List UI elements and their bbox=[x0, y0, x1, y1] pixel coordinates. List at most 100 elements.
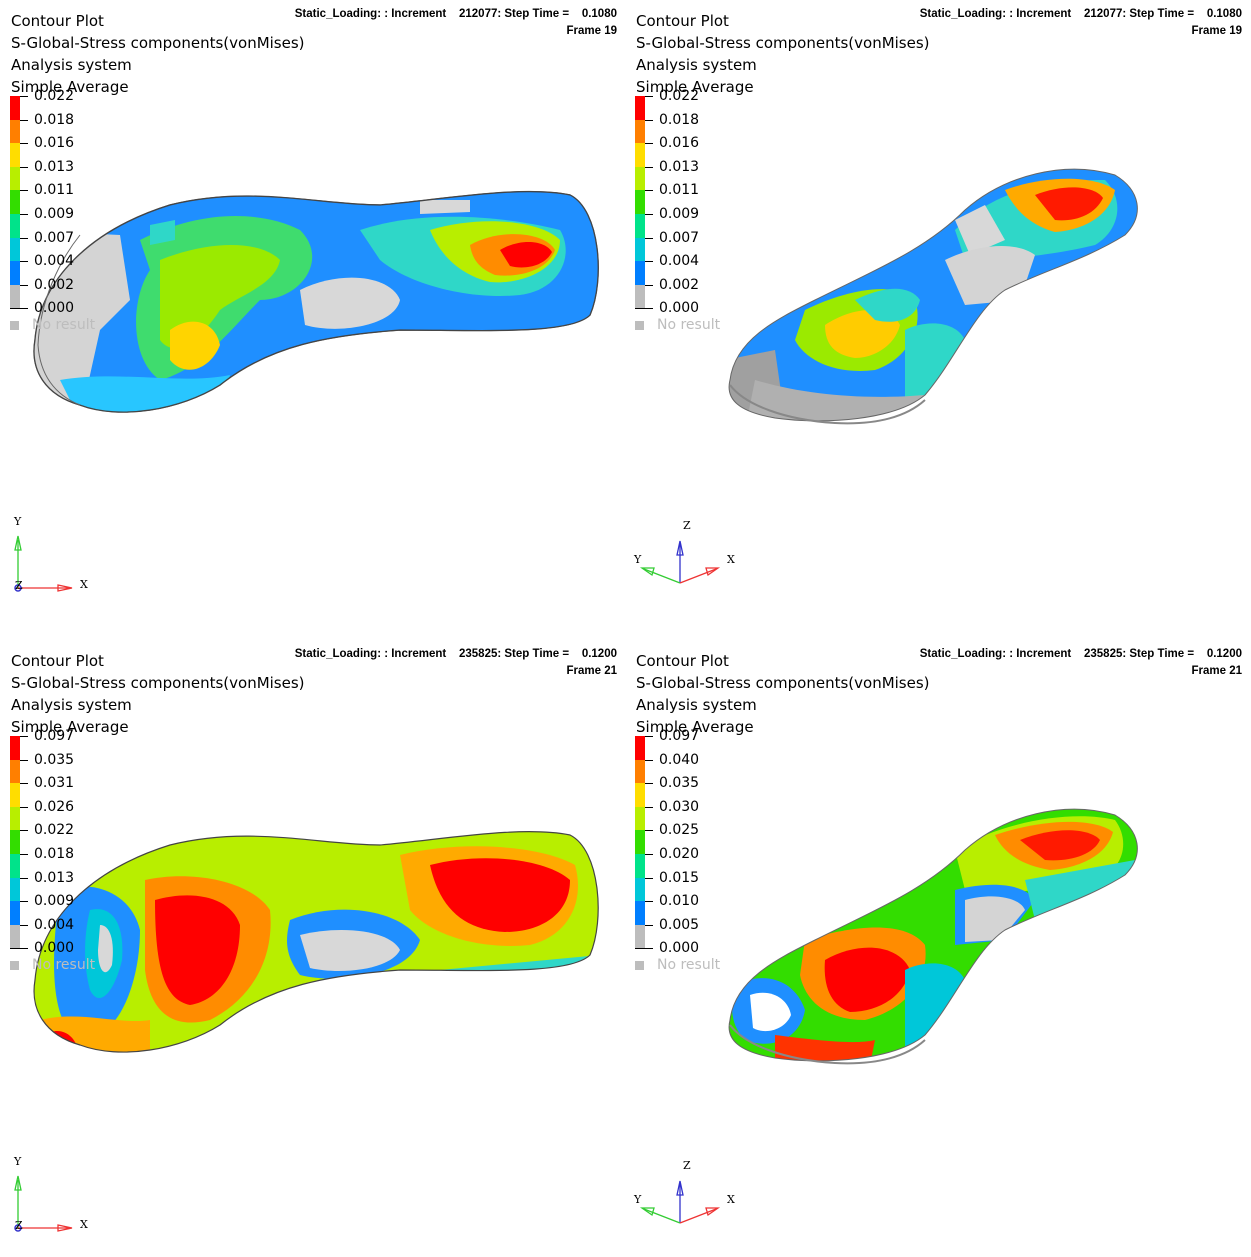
legend-tick bbox=[20, 284, 28, 286]
legend-swatch bbox=[10, 190, 20, 214]
legend-value: 0.004 bbox=[34, 916, 75, 933]
legend-value: 0.011 bbox=[659, 182, 700, 199]
legend-tick bbox=[645, 806, 653, 808]
legend-tick bbox=[20, 213, 28, 215]
axis-label-x: X bbox=[727, 1193, 735, 1206]
legend-tick bbox=[645, 901, 653, 903]
legend-tick bbox=[10, 308, 28, 310]
plot-variable: S-Global-Stress components(vonMises) bbox=[11, 34, 305, 52]
legend-value: 0.004 bbox=[659, 253, 700, 270]
plot-header: Contour Plot S-Global-Stress components(… bbox=[11, 650, 305, 738]
legend-swatch bbox=[10, 237, 20, 262]
legend-swatch bbox=[635, 783, 645, 807]
legend-tick bbox=[645, 96, 653, 97]
legend-value: 0.002 bbox=[659, 276, 700, 293]
axis-triad-icon: Y X Z bbox=[13, 515, 88, 592]
legend-swatch bbox=[635, 806, 645, 831]
legend-value: 0.016 bbox=[659, 135, 700, 152]
legend-tick bbox=[20, 736, 28, 737]
insole-model-iso-view bbox=[728, 168, 1138, 425]
axis-label-y: Y bbox=[13, 515, 22, 528]
plot-average: Simple Average bbox=[11, 718, 129, 736]
legend-tick bbox=[645, 783, 653, 785]
legend-no-result: No result bbox=[10, 957, 95, 973]
legend-swatch bbox=[635, 237, 645, 262]
plot-title: Contour Plot bbox=[636, 12, 729, 30]
legend-value: 0.007 bbox=[34, 229, 75, 246]
legend-swatch bbox=[635, 96, 645, 120]
legend-value: 0.000 bbox=[659, 940, 700, 957]
legend-no-result: No result bbox=[635, 957, 720, 973]
legend-value: 0.022 bbox=[659, 88, 700, 104]
legend-value: 0.005 bbox=[659, 916, 700, 933]
legend-value: 0.000 bbox=[659, 300, 700, 317]
plot-system: Analysis system bbox=[636, 56, 757, 74]
legend-swatch bbox=[10, 261, 20, 285]
legend-tick bbox=[20, 830, 28, 832]
legend-tick bbox=[20, 166, 28, 168]
no-result-swatch bbox=[635, 320, 644, 330]
legend-value: 0.010 bbox=[659, 893, 700, 910]
legend-swatch bbox=[635, 166, 645, 191]
legend-swatch bbox=[10, 96, 20, 120]
legend-tick bbox=[20, 877, 28, 879]
frame-number: Frame 19 bbox=[566, 25, 617, 37]
legend-value: 0.022 bbox=[34, 822, 75, 839]
legend-swatch bbox=[635, 901, 645, 925]
axis-label-y: Y bbox=[633, 553, 642, 566]
legend-swatch bbox=[10, 119, 20, 144]
no-result-label: No result bbox=[657, 957, 721, 974]
axis-triad-icon: Z Y X bbox=[633, 519, 735, 584]
legend-value: 0.018 bbox=[34, 111, 75, 128]
no-result-label: No result bbox=[657, 317, 721, 334]
plot-average: Simple Average bbox=[636, 718, 754, 736]
legend-swatch bbox=[10, 830, 20, 854]
legend-tick bbox=[645, 237, 653, 239]
legend-swatch bbox=[10, 736, 20, 760]
plot-title: Contour Plot bbox=[636, 652, 729, 670]
legend-tick bbox=[20, 853, 28, 855]
legend-swatch bbox=[635, 261, 645, 285]
step-time: Static_Loading: : Increment 212077: Step… bbox=[919, 8, 1242, 20]
contour-panel-2: Contour Plot S-Global-Stress components(… bbox=[625, 0, 1250, 617]
legend-value: 0.015 bbox=[659, 869, 700, 886]
legend-value: 0.022 bbox=[34, 88, 75, 104]
legend-value: 0.009 bbox=[659, 205, 700, 222]
legend-tick bbox=[20, 96, 28, 97]
no-result-swatch bbox=[10, 960, 19, 970]
legend-value: 0.002 bbox=[34, 276, 75, 293]
legend-swatch bbox=[635, 736, 645, 760]
legend-tick bbox=[645, 877, 653, 879]
legend-swatch bbox=[10, 924, 20, 949]
legend-value: 0.013 bbox=[34, 869, 75, 886]
axis-label-y: Y bbox=[13, 1155, 22, 1168]
legend-swatch bbox=[635, 924, 645, 949]
plot-variable: S-Global-Stress components(vonMises) bbox=[636, 34, 930, 52]
no-result-label: No result bbox=[32, 957, 96, 974]
frame-number: Frame 19 bbox=[1191, 25, 1242, 37]
plot-system: Analysis system bbox=[11, 56, 132, 74]
legend-value: 0.020 bbox=[659, 845, 700, 862]
plot-header: Contour Plot S-Global-Stress components(… bbox=[11, 10, 305, 98]
axis-label-x: X bbox=[80, 578, 88, 591]
legend-value: 0.097 bbox=[34, 728, 75, 744]
step-info: Static_Loading: : Increment 212077: Step… bbox=[920, 6, 1242, 40]
legend-value: 0.026 bbox=[34, 798, 75, 815]
legend-tick bbox=[20, 237, 28, 239]
step-info: Static_Loading: : Increment 235825: Step… bbox=[295, 646, 617, 680]
legend-tick bbox=[20, 143, 28, 145]
legend-swatch bbox=[635, 830, 645, 854]
legend-swatch bbox=[635, 190, 645, 214]
legend-value: 0.040 bbox=[659, 751, 700, 768]
legend-swatch bbox=[635, 119, 645, 144]
no-result-swatch bbox=[635, 960, 644, 970]
legend-tick bbox=[645, 190, 653, 192]
legend-swatch bbox=[635, 759, 645, 784]
plot-variable: S-Global-Stress components(vonMises) bbox=[11, 674, 305, 692]
legend-value: 0.011 bbox=[34, 182, 75, 199]
plot-average: Simple Average bbox=[636, 78, 754, 96]
legend-tick bbox=[645, 759, 653, 761]
legend-swatch bbox=[10, 853, 20, 878]
legend-tick bbox=[20, 924, 28, 926]
axis-label-y: Y bbox=[633, 1193, 642, 1206]
